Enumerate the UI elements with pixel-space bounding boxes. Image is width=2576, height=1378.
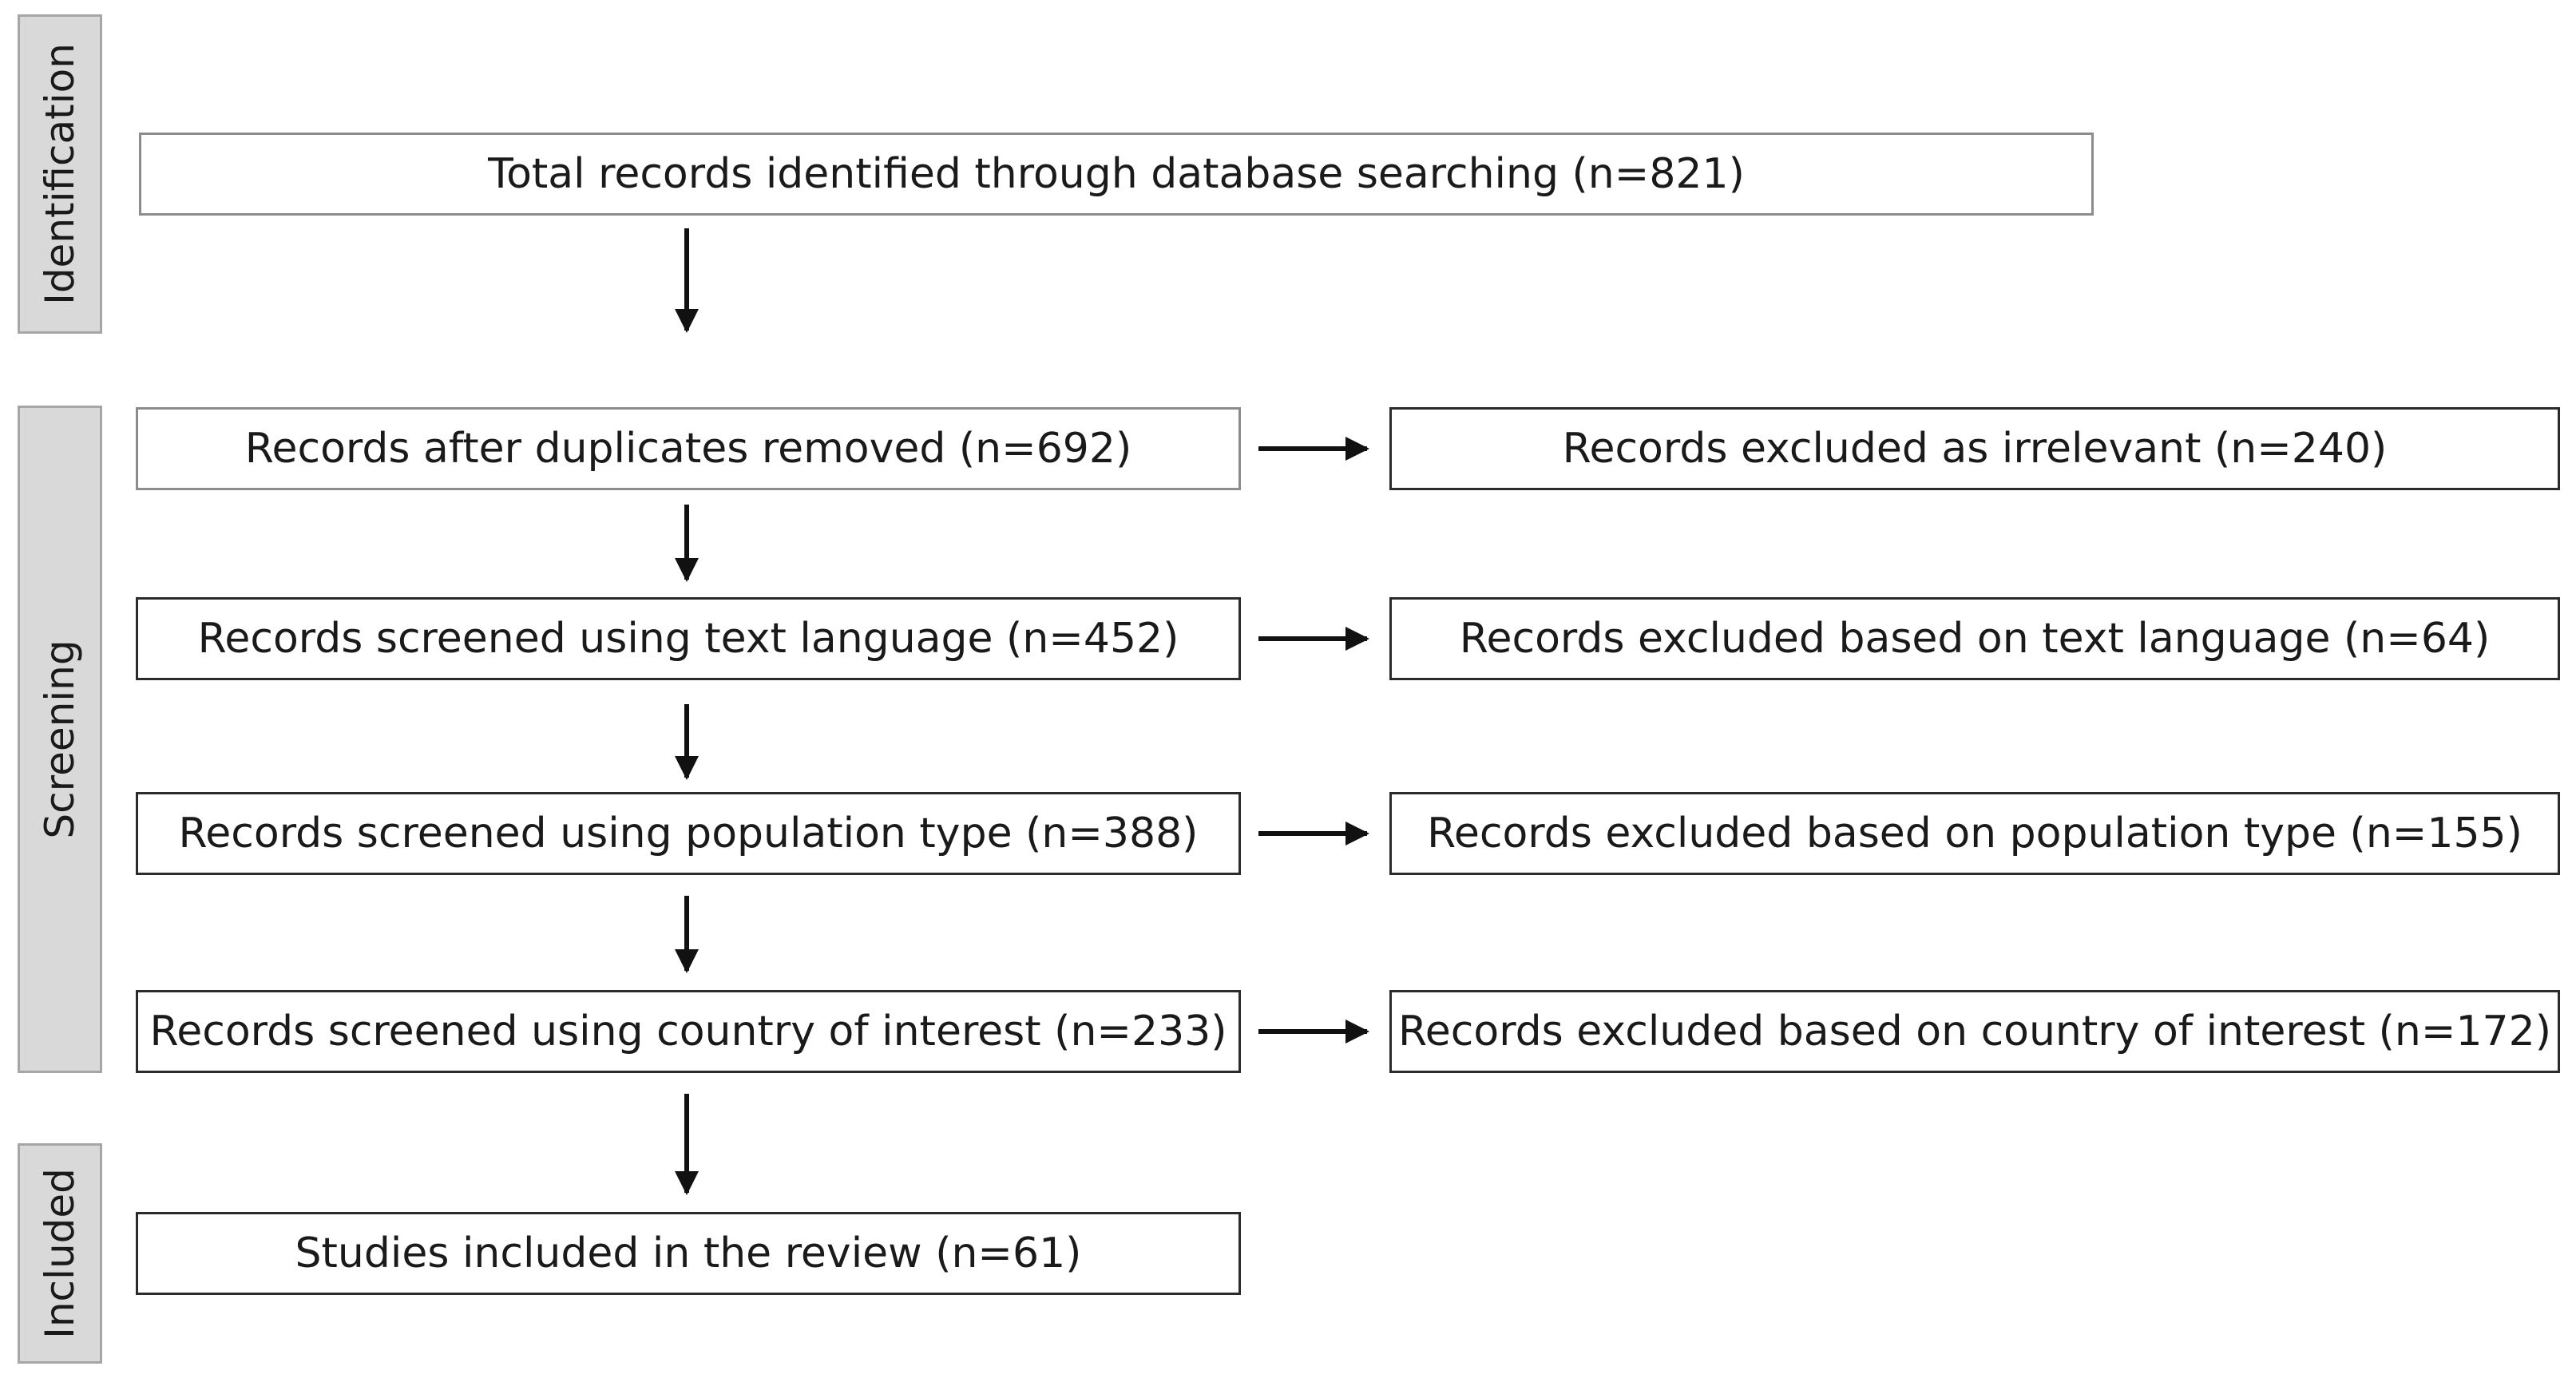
phase-identification: Identification	[18, 14, 102, 334]
phase-screening: Screening	[18, 406, 102, 1073]
box-after-duplicates: Records after duplicates removed (n=692)	[136, 407, 1241, 490]
box-included-studies: Studies included in the review (n=61)	[136, 1212, 1241, 1295]
box-screened-country: Records screened using country of intere…	[136, 990, 1241, 1073]
box-total-identified: Total records identified through databas…	[139, 133, 2094, 216]
box-screened-language: Records screened using text language (n=…	[136, 597, 1241, 680]
phase-included: Included	[18, 1143, 102, 1364]
box-excluded-country: Records excluded based on country of int…	[1389, 990, 2560, 1073]
box-excluded-language: Records excluded based on text language …	[1389, 597, 2560, 680]
box-screened-population: Records screened using population type (…	[136, 792, 1241, 875]
box-excluded-irrelevant: Records excluded as irrelevant (n=240)	[1389, 407, 2560, 490]
box-excluded-population: Records excluded based on population typ…	[1389, 792, 2560, 875]
